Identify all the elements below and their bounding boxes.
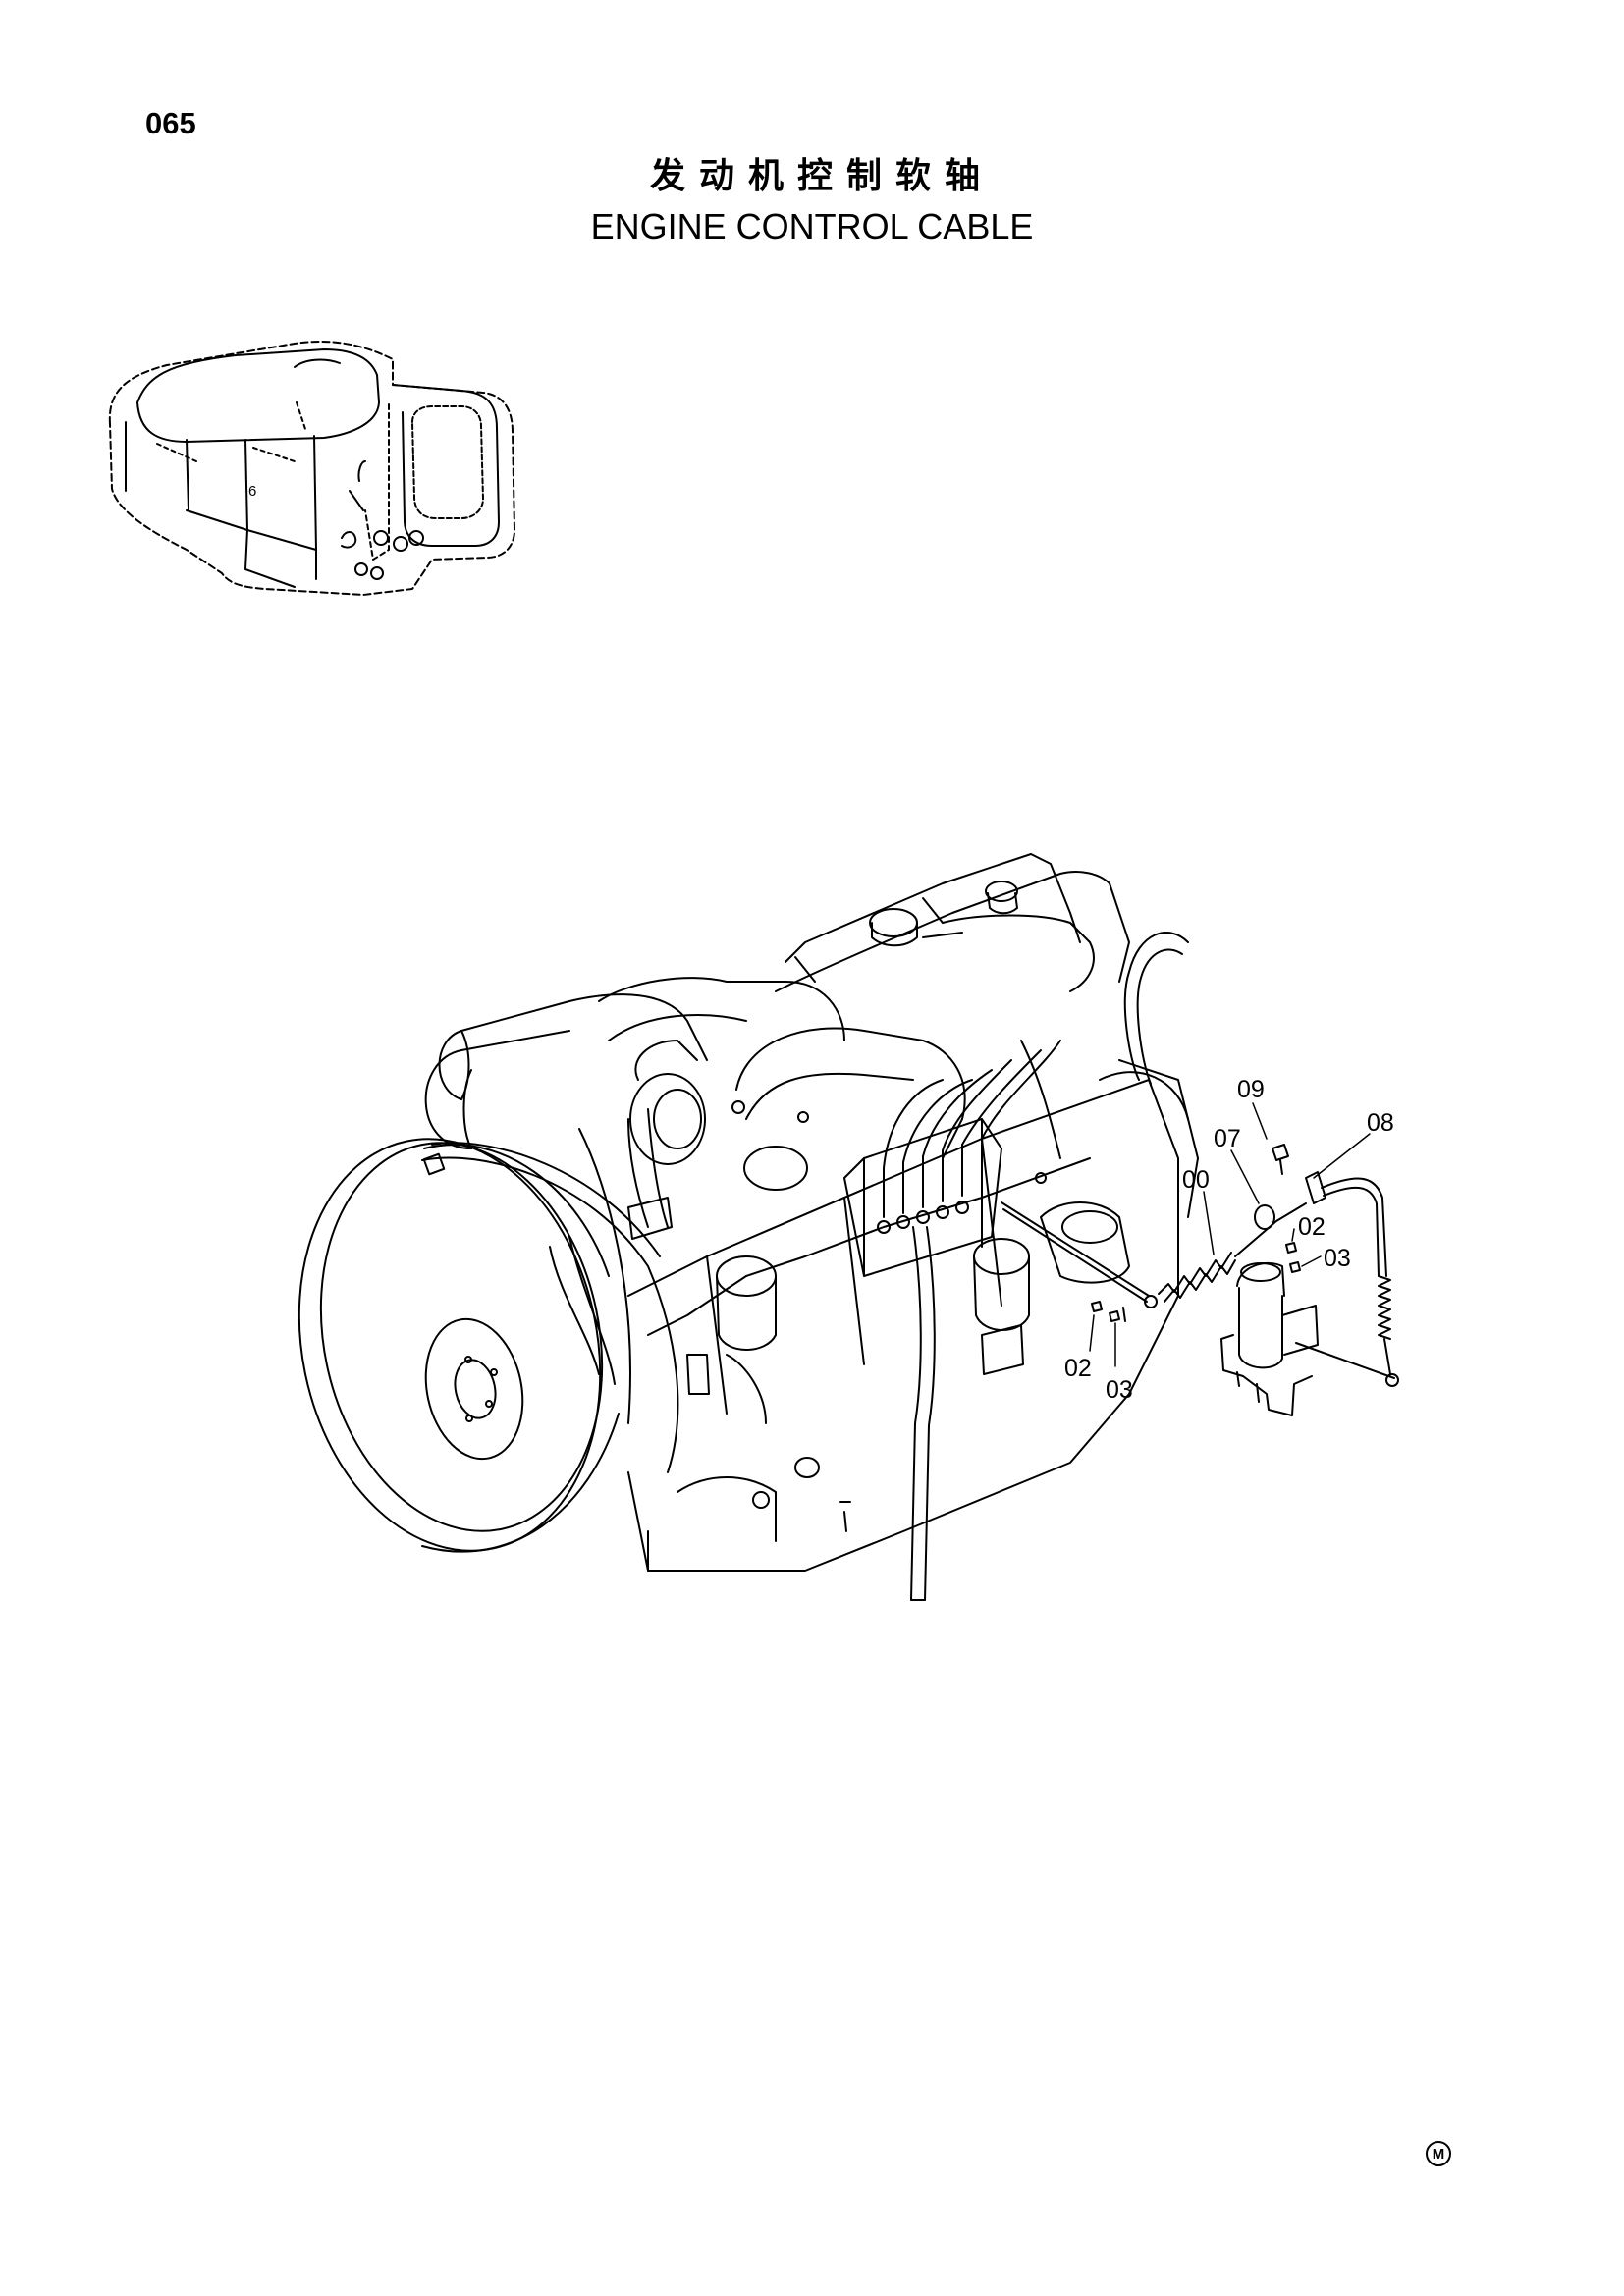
- callout-02-right: 02: [1298, 1213, 1326, 1241]
- control-cable-assembly: [1001, 1144, 1399, 1416]
- callout-02-left: 02: [1064, 1355, 1092, 1382]
- title-block: 发动机控制软轴 ENGINE CONTROL CABLE: [0, 147, 1624, 247]
- title-chinese: 发动机控制软轴: [649, 156, 994, 196]
- mark-letter: M: [1433, 2146, 1445, 2163]
- leader-lines: [1089, 1102, 1371, 1367]
- engine-drawing: [298, 853, 1199, 1601]
- callout-08: 08: [1367, 1109, 1394, 1137]
- circled-m-mark: M: [1426, 2141, 1451, 2166]
- callout-00: 00: [1182, 1166, 1210, 1194]
- location-diagram: 6: [108, 341, 515, 596]
- title-english: ENGINE CONTROL CABLE: [590, 206, 1034, 246]
- location-marker-label: 6: [248, 483, 256, 500]
- page-number: 065: [145, 106, 196, 140]
- callout-03-left: 03: [1106, 1376, 1133, 1404]
- callout-09: 09: [1237, 1076, 1265, 1103]
- callout-07: 07: [1214, 1125, 1241, 1152]
- callout-03-right: 03: [1324, 1245, 1351, 1272]
- callout-labels: 09 08 07 00 02 03 02 03: [1064, 1076, 1394, 1404]
